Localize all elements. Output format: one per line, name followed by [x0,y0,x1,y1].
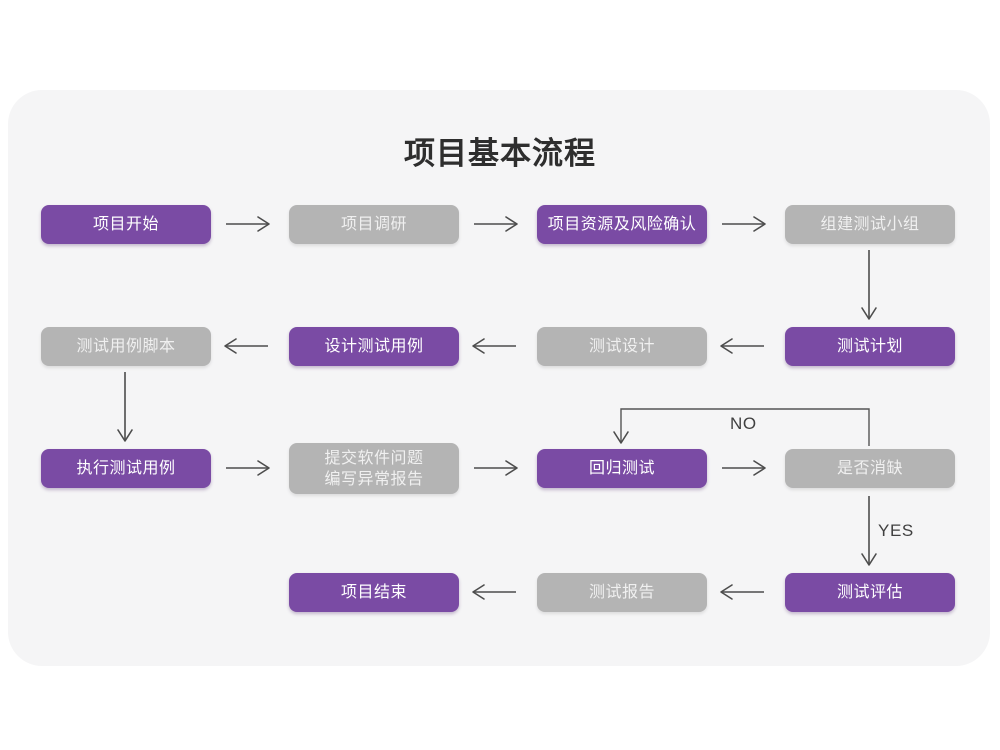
node-label: 项目调研 [340,216,407,233]
edge-label-no: NO [730,414,757,433]
node-test-evaluation[interactable]: 测试评估 [785,573,955,612]
node-execute-test-cases[interactable]: 执行测试用例 [41,449,211,488]
node-test-report[interactable]: 测试报告 [537,573,707,612]
node-test-case-scripts[interactable]: 测试用例脚本 [41,327,211,366]
node-label: 设计测试用例 [324,338,424,355]
node-label: 组建测试小组 [820,216,920,233]
node-defects-cleared[interactable]: 是否消缺 [785,449,955,488]
node-label: 回归测试 [588,460,655,477]
node-label: 测试评估 [836,584,903,601]
diagram-panel [8,90,990,666]
node-label: 测试报告 [588,584,655,601]
edge-label-yes: YES [878,521,914,540]
node-project-end[interactable]: 项目结束 [289,573,459,612]
node-label: 是否消缺 [836,460,903,477]
node-label: 执行测试用例 [76,460,176,477]
node-regression-test[interactable]: 回归测试 [537,449,707,488]
page-title: 项目基本流程 [404,136,596,171]
node-project-start[interactable]: 项目开始 [41,205,211,244]
node-label: 测试设计 [588,338,655,355]
node-test-plan[interactable]: 测试计划 [785,327,955,366]
node-resource-risk-confirm[interactable]: 项目资源及风险确认 [537,205,707,244]
node-label: 项目资源及风险确认 [547,216,697,233]
node-test-design[interactable]: 测试设计 [537,327,707,366]
node-label: 提交软件问题 编写异常报告 [324,449,424,488]
node-project-research[interactable]: 项目调研 [289,205,459,244]
node-label: 项目结束 [340,584,407,601]
node-label: 项目开始 [92,216,159,233]
node-label: 测试用例脚本 [76,338,176,355]
node-submit-issues-report[interactable]: 提交软件问题 编写异常报告 [289,443,459,494]
node-build-test-team[interactable]: 组建测试小组 [785,205,955,244]
node-label: 测试计划 [836,338,903,355]
node-design-test-cases[interactable]: 设计测试用例 [289,327,459,366]
